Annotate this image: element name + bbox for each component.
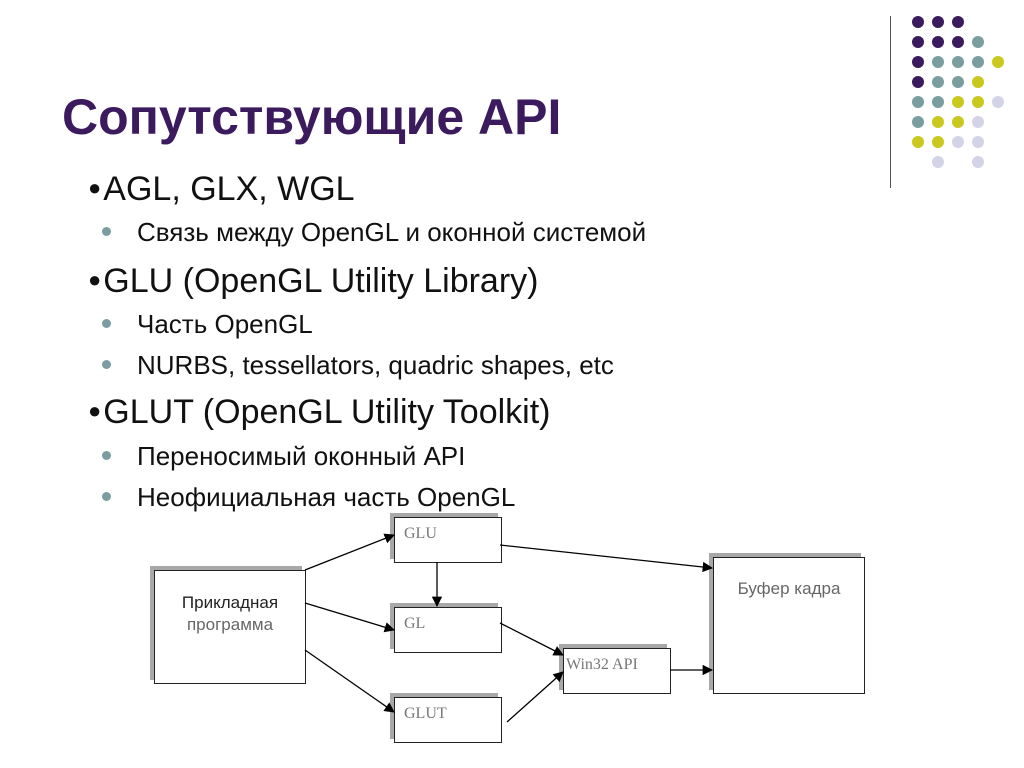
arrow-app-to-gl	[304, 602, 395, 633]
decorative-dot	[972, 96, 984, 108]
decorative-dot	[932, 76, 944, 88]
framebuffer-label: Буфер кадра	[737, 579, 841, 598]
decorative-dot	[932, 96, 944, 108]
decorative-dot	[972, 36, 984, 48]
arrow-glut-to-win32	[506, 671, 564, 723]
gl-label: GL	[404, 615, 426, 632]
decorative-dot	[952, 136, 964, 148]
decorative-dot	[912, 36, 924, 48]
decorative-dot	[912, 56, 924, 68]
decorative-dot	[952, 16, 964, 28]
arrow-glu-to-framebuffer	[499, 544, 714, 573]
decorative-dot	[912, 136, 924, 148]
decorative-dot	[972, 136, 984, 148]
win32-box	[563, 648, 671, 694]
decorative-dot	[912, 76, 924, 88]
decorative-dot	[952, 76, 964, 88]
slide-title: Сопутствующие API	[62, 89, 562, 145]
arrow-app-to-glu	[304, 533, 395, 571]
decorative-dot	[932, 56, 944, 68]
gl-box	[394, 607, 502, 653]
decorative-dot	[932, 36, 944, 48]
decorative-dot	[932, 116, 944, 128]
decorative-dot	[932, 16, 944, 28]
decorative-dot	[992, 96, 1004, 108]
decorative-dot	[952, 96, 964, 108]
decorative-dot	[932, 136, 944, 148]
arrow-gl-to-win32	[499, 622, 564, 656]
decorative-dot	[952, 116, 964, 128]
decorative-dot	[952, 36, 964, 48]
glut-box	[394, 697, 502, 743]
decorative-dot	[932, 156, 944, 168]
decorative-dot	[972, 56, 984, 68]
decorative-dot	[912, 96, 924, 108]
decorative-divider	[890, 16, 891, 188]
decorative-dot	[972, 116, 984, 128]
arrow-app-to-glut	[304, 649, 395, 713]
app-label-line1: Прикладная	[181, 593, 279, 612]
decorative-dot	[912, 16, 924, 28]
glu-label: GLU	[404, 525, 437, 542]
app-box	[154, 570, 306, 684]
app-box-label: Прикладная программа	[154, 592, 306, 636]
decorative-dot	[972, 76, 984, 88]
decorative-dot	[972, 156, 984, 168]
glut-label: GLUT	[404, 705, 447, 722]
decorative-dot	[912, 116, 924, 128]
framebuffer-box	[713, 557, 865, 694]
glu-box	[394, 517, 502, 563]
decorative-dot	[952, 56, 964, 68]
decorative-dot	[992, 56, 1004, 68]
win32-label: Win32 API	[566, 656, 638, 673]
app-label-line2: программа	[186, 615, 274, 634]
